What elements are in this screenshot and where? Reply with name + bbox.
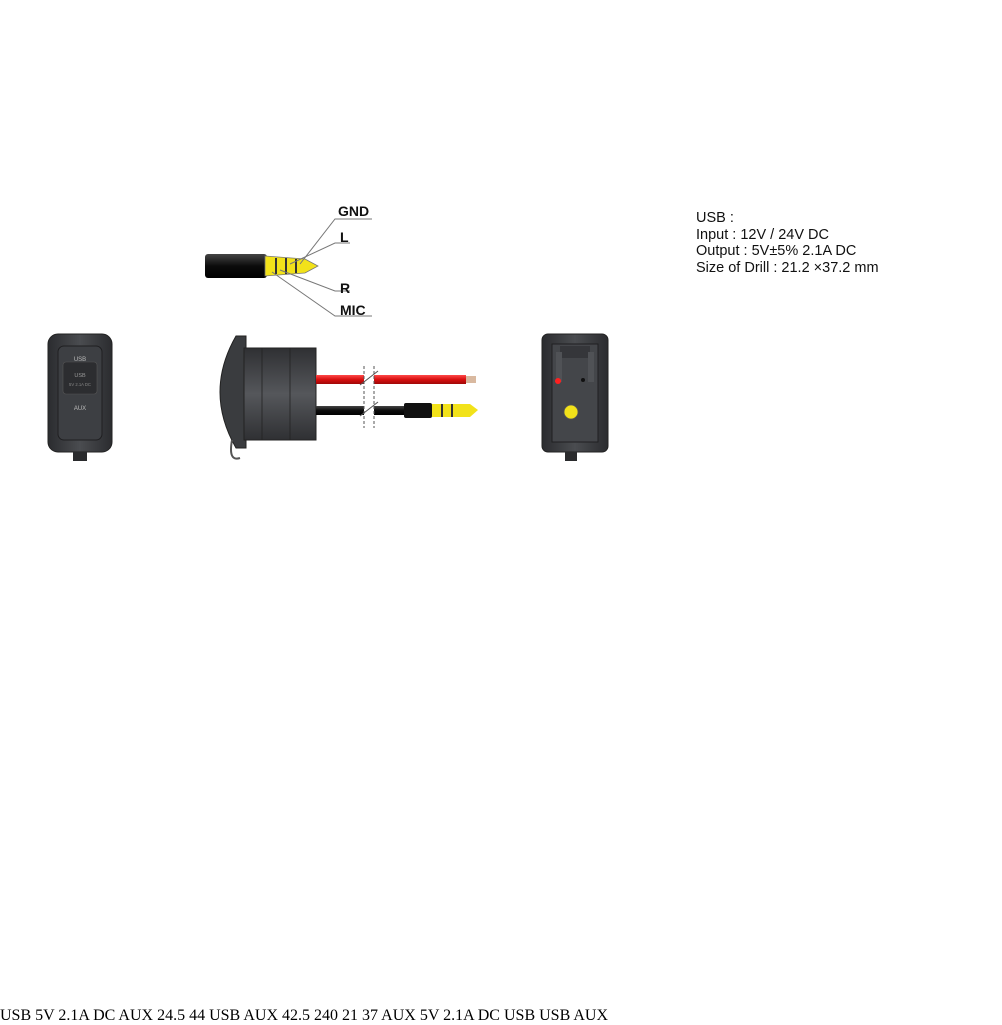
p2-label-usb: USB: [539, 1007, 571, 1024]
label-gnd: GND: [338, 203, 369, 219]
rear-cap-small: 5V 2.1A DC: [419, 1007, 500, 1024]
perspective-view-row1: USB 5V 2.1A DC AUX: [0, 1007, 157, 1024]
front-label-usb: USB: [209, 1007, 241, 1024]
leader-gnd: [299, 218, 372, 265]
spec-output: Output : 5V±5% 2.1A DC: [696, 243, 857, 259]
p1-small-print: 5V 2.1A DC: [35, 1007, 116, 1024]
rear-led-red: [555, 378, 561, 384]
dim-rear-width: 21: [342, 1007, 359, 1024]
label-mic: MIC: [340, 302, 366, 318]
rear-cap-usb: USB: [503, 1007, 536, 1024]
p1-label-usb: USB: [0, 1007, 32, 1024]
leader-r: [279, 269, 350, 292]
rear2-yellow-contact: AUX 5V 2.1A DC USB: [381, 1007, 539, 1024]
jack-cable: [205, 254, 267, 278]
cap-label-aux: AUX: [74, 406, 86, 412]
leader-mic: [271, 271, 372, 317]
aux-port: AUX: [243, 1007, 282, 1024]
p1-label-aux: AUX: [118, 1007, 154, 1024]
dim-rear-height: 37: [362, 1007, 379, 1024]
dim-width: 24.5: [157, 1007, 186, 1024]
front-view-cap-open: 24.5 44 USB AUX: [157, 1007, 282, 1024]
side-view-row1: [219, 335, 478, 460]
rear2-led-red: AUX 5V 2.1A DC USB: [381, 1007, 539, 1024]
spec-drill: Size of Drill : 21.2 ×37.2 mm: [696, 259, 879, 276]
cap-label-usb-inner: USB: [74, 373, 86, 379]
front-led-red: AUX: [243, 1007, 282, 1024]
dim-depth: 42.5: [282, 1007, 311, 1024]
usb-port: AUX: [243, 1007, 282, 1024]
dim-height: 44: [189, 1007, 206, 1024]
front-view-cap-closed: USB USB 5V 2.1A DC AUX: [47, 333, 113, 461]
product-diagram: GND L R MIC USB USB 5V 2.1A DC AUX: [0, 203, 879, 1024]
rear-cap-aux: AUX: [381, 1007, 416, 1024]
rear-view-row2: 21 37 AUX 5V 2.1A DC USB: [342, 1007, 539, 1024]
audio-jack-detail: GND L R MIC: [205, 203, 372, 318]
side-view-row2: 42.5 240: [282, 1007, 342, 1024]
p2-label-aux: AUX: [573, 1007, 609, 1024]
front-label-aux: AUX: [243, 1007, 279, 1024]
spec-title: USB :: [696, 210, 734, 226]
usb-spec-block: USB : Input : 12V / 24V DC Output : 5V±5…: [696, 210, 879, 276]
rear-view-row1: [541, 333, 609, 461]
rear-yellow-contact: [563, 404, 579, 420]
label-r: R: [340, 280, 350, 296]
label-l: L: [340, 229, 349, 245]
diagram-canvas: GND L R MIC USB USB 5V 2.1A DC AUX: [47, 203, 609, 461]
perspective-view-row2: USB AUX: [539, 1007, 608, 1024]
leader-l: [289, 242, 350, 265]
cap-label-usb: USB: [74, 357, 86, 363]
jack-plug: [264, 255, 319, 277]
cap-small-print: 5V 2.1A DC: [69, 382, 91, 387]
spec-input: Input : 12V / 24V DC: [696, 226, 829, 243]
dim-cable: 240: [314, 1007, 339, 1024]
